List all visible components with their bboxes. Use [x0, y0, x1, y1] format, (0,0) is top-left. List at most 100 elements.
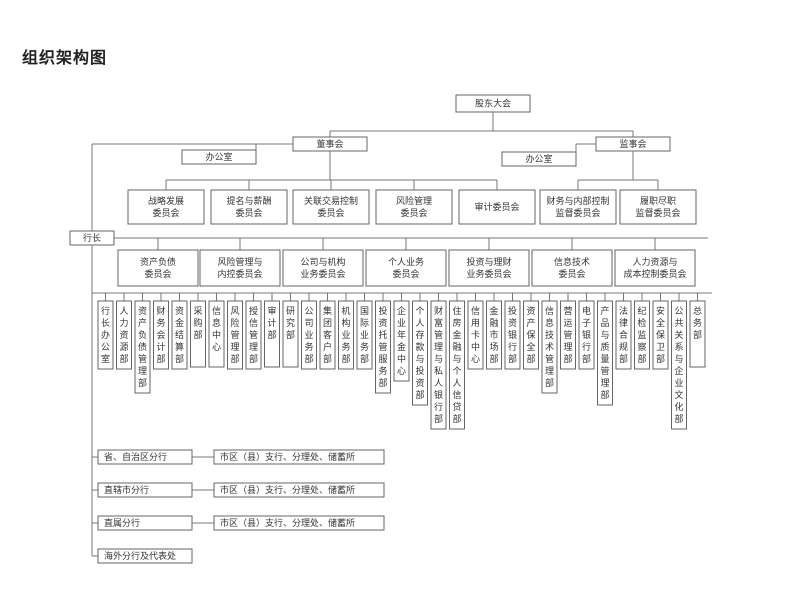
department-label: 机构业务部: [341, 305, 350, 365]
department-8: 风险管理部: [227, 300, 243, 370]
branch-3-sub-units-frame: [213, 515, 385, 531]
president-committee-6-frame: [531, 249, 613, 287]
branch-1: 省、自治区分行: [97, 449, 193, 465]
department-frame: [264, 300, 280, 368]
department-13: 集团客户部: [319, 300, 336, 370]
department-label: 金融市场部: [489, 305, 498, 365]
board-committee-3-label: 委员会: [317, 207, 344, 219]
president-box: 行长: [69, 230, 115, 246]
president-committee-1-label: 委员会: [144, 268, 171, 280]
department-label: 投资银行部: [508, 305, 517, 365]
department-label: 产品与质量管理部: [600, 305, 609, 401]
department-18: 个人存款与投资部: [412, 300, 428, 406]
department-label: 企业年金中心: [397, 305, 406, 377]
branch-1-sub-units-frame: [213, 449, 385, 465]
department-frame: [430, 300, 447, 430]
president-committee-7-label: 人力资源与: [632, 256, 677, 268]
department-10: 审计部: [264, 300, 280, 368]
department-frame: [375, 300, 391, 394]
supervisor-committee-2-label: 监督委员会: [635, 207, 680, 219]
board-of-supervisors-box: 监事会: [595, 136, 671, 152]
department-19: 财富管理与私人银行部: [430, 300, 447, 430]
department-frame: [560, 300, 576, 370]
board-committee-4-frame: [375, 189, 453, 225]
board-office-box-label: 办公室: [205, 151, 232, 163]
president-committee-7-frame: [614, 249, 696, 287]
department-frame: [523, 300, 539, 370]
branch-2-sub-units-frame: [213, 482, 385, 498]
department-label: 行长办公室: [101, 305, 110, 365]
department-frame: [689, 300, 706, 368]
supervisor-office-box-frame: [501, 151, 577, 167]
department-label: 公共关系与企业文化部: [674, 306, 683, 425]
board-committee-2-label: 提名与薪酬: [226, 195, 271, 207]
board-committee-4-label: 委员会: [400, 207, 427, 219]
department-frame: [208, 300, 225, 368]
department-frame: [652, 300, 669, 370]
president-committee-4-frame: [365, 249, 447, 287]
president-committee-6-label: 委员会: [558, 268, 585, 280]
department-32: 公共关系与企业文化部: [671, 300, 687, 430]
department-label: 采购部: [193, 306, 202, 341]
department-label: 风险管理部: [230, 306, 239, 365]
president-committee-7-label: 成本控制委员会: [623, 268, 686, 280]
department-frame: [578, 300, 595, 370]
president-committee-6-label: 信息技术: [554, 256, 590, 268]
department-4: 财务会计部: [153, 300, 169, 370]
board-of-directors-box: 董事会: [292, 136, 368, 152]
board-committee-1-label: 战略发展: [148, 195, 184, 207]
president-committee-4-label: 个人业务: [388, 256, 424, 268]
board-committee-5: 审计委员会: [458, 189, 536, 225]
department-label: 信息中心: [212, 305, 221, 353]
department-frame: [504, 300, 521, 370]
board-office-box: 办公室: [181, 149, 257, 165]
page-title: 组织架构图: [22, 48, 108, 67]
department-label: 资产保全部: [526, 306, 535, 365]
supervisor-committee-1-frame: [539, 189, 617, 225]
department-frame: [597, 300, 613, 406]
department-frame: [486, 300, 502, 370]
branch-3-label: 直属分行: [104, 517, 140, 529]
department-frame: [449, 300, 465, 430]
department-label: 公司业务部: [304, 306, 313, 365]
department-frame: [171, 300, 188, 370]
department-16: 投资托管服务部: [375, 300, 391, 394]
branch-2: 直辖市分行: [97, 482, 193, 498]
branch-3-sub-units-label: 市区（县）支行、分理处、储蓄所: [220, 517, 355, 529]
department-28: 产品与质量管理部: [597, 300, 613, 406]
president-committee-4-label: 委员会: [392, 268, 419, 280]
president-committee-3-frame: [282, 249, 364, 287]
board-office-box-frame: [181, 149, 257, 165]
supervisor-committee-2-label: 履职尽职: [640, 196, 676, 207]
department-frame: [615, 300, 632, 370]
board-committee-3-frame: [292, 189, 370, 225]
board-committee-5-label: 审计委员会: [474, 201, 519, 213]
department-label: 国际业务部: [360, 306, 369, 365]
department-frame: [541, 300, 558, 394]
branch-1-sub-units: 市区（县）支行、分理处、储蓄所: [213, 449, 385, 465]
department-frame: [338, 300, 354, 370]
branch-2-label: 直辖市分行: [104, 484, 149, 496]
board-committee-4-label: 风险管理: [396, 195, 432, 207]
department-frame: [467, 300, 484, 370]
department-frame: [97, 300, 114, 370]
department-2: 人力资源部: [116, 300, 132, 370]
department-label: 信息技术管理部: [545, 305, 554, 389]
department-5: 资金结算部: [171, 300, 188, 370]
department-frame: [153, 300, 169, 370]
branch-3-sub-units: 市区（县）支行、分理处、储蓄所: [213, 515, 385, 531]
board-committee-5-frame: [458, 189, 536, 225]
department-24: 资产保全部: [523, 300, 539, 370]
department-31: 安全保卫部: [652, 300, 669, 370]
department-label: 投资托管服务部: [378, 305, 387, 389]
branch-4: 海外分行及代表处: [97, 548, 193, 564]
department-label: 个人存款与投资部: [415, 306, 424, 401]
department-20: 住房金融与个人信贷部: [449, 300, 465, 430]
department-frame: [282, 300, 299, 368]
